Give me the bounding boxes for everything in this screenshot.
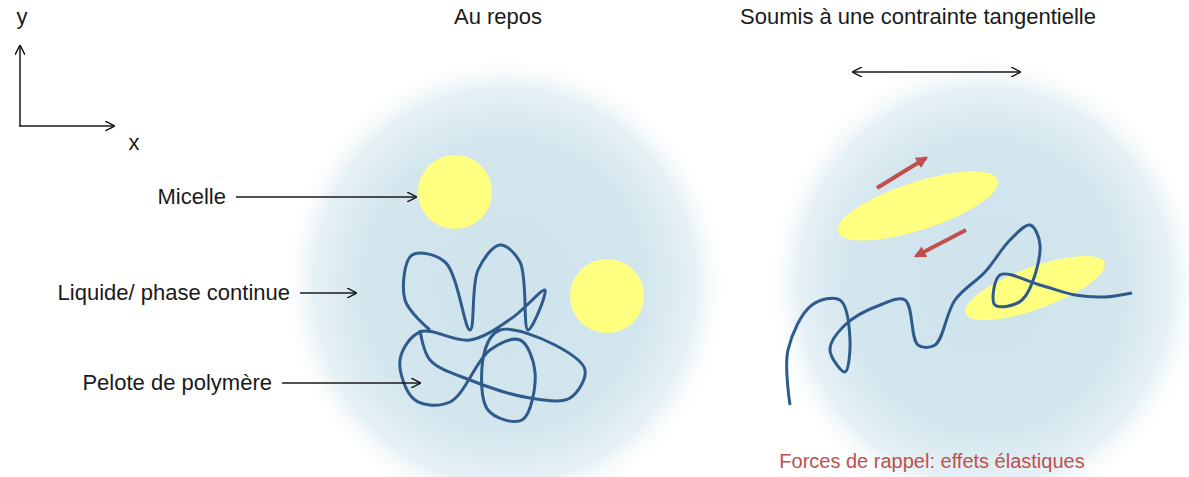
- panel-title: Soumis à une contrainte tangentielle: [740, 4, 1096, 30]
- leader-line: [300, 292, 356, 294]
- axes: [19, 46, 114, 126]
- panel-title: Au repos: [454, 4, 542, 30]
- liquid-phase: [765, 53, 1189, 477]
- force-arrow: [916, 230, 966, 256]
- polymer-chain: [787, 225, 1132, 405]
- part-label: Liquide/ phase continue: [58, 280, 290, 306]
- leader-line: [236, 196, 416, 198]
- micelle-deformed: [831, 157, 1006, 255]
- force-arrow: [877, 158, 926, 188]
- polymer-coil: [400, 245, 585, 422]
- polymer-coil: [400, 245, 585, 422]
- part-label: Pelote de polymère: [82, 370, 272, 396]
- micelle: [570, 259, 644, 333]
- axis-label: x: [129, 130, 140, 156]
- axis-label: y: [17, 4, 28, 30]
- part-label: Micelle: [158, 184, 226, 210]
- annotation: Forces de rappel: effets élastiques: [779, 448, 1084, 474]
- shear-arrow: [853, 71, 1020, 73]
- liquid-phase: [280, 53, 730, 477]
- micelle-deformed: [958, 243, 1111, 333]
- leader-line: [282, 382, 420, 384]
- polymer-chain: [787, 225, 1132, 405]
- micelle: [418, 155, 492, 229]
